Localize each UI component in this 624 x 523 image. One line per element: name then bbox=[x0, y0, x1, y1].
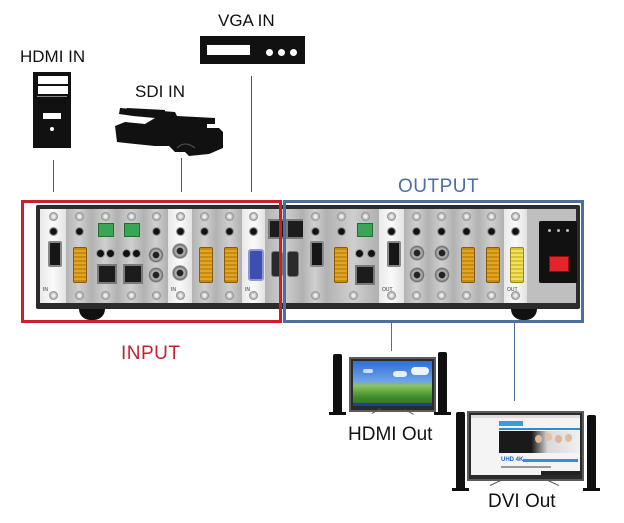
input-group-frame bbox=[21, 200, 282, 323]
speaker-right bbox=[438, 352, 447, 414]
chassis-foot-left bbox=[79, 309, 105, 320]
power-switch[interactable] bbox=[549, 256, 569, 272]
hdmi-in-cable bbox=[53, 160, 54, 192]
hdmi-in-label: HDMI IN bbox=[20, 47, 86, 66]
power-socket-icon bbox=[539, 221, 577, 283]
vga-in-label: VGA IN bbox=[218, 11, 275, 30]
input-card-sdi bbox=[144, 209, 169, 303]
dvi-monitor: UHD 4K bbox=[467, 411, 584, 481]
input-card-vga: IN bbox=[242, 209, 266, 303]
video-camera-icon bbox=[115, 108, 223, 156]
speaker-left bbox=[333, 354, 342, 414]
output-group-frame bbox=[283, 200, 584, 323]
speaker-right bbox=[587, 415, 596, 490]
sdi-in-label: SDI IN bbox=[135, 82, 186, 101]
hdmi-out-cable bbox=[391, 323, 392, 351]
power-module bbox=[527, 209, 577, 303]
input-card-hdbaset bbox=[118, 209, 145, 303]
card-rack: IN bbox=[40, 209, 577, 303]
dvi-screen-banner: UHD 4K bbox=[501, 457, 524, 463]
output-card-dvi: OUT bbox=[504, 209, 528, 303]
hdmi-out-label: HDMI Out bbox=[348, 424, 433, 445]
input-card-sdi: IN bbox=[168, 209, 193, 303]
control-card-com bbox=[303, 209, 328, 303]
input-card-dvi bbox=[192, 209, 218, 303]
output-card-sdi bbox=[404, 209, 430, 303]
speaker-left bbox=[456, 412, 465, 490]
output-card-dvi bbox=[479, 209, 505, 303]
output-group-label: OUTPUT bbox=[398, 176, 480, 197]
dvi-out-cable bbox=[514, 323, 515, 401]
hdmi-monitor bbox=[349, 357, 436, 412]
dvi-out-label: DVI Out bbox=[488, 491, 556, 512]
chassis-foot-right bbox=[511, 309, 537, 320]
matrix-switcher-chassis: IN bbox=[36, 205, 580, 309]
output-card-dvi bbox=[454, 209, 480, 303]
output-card-sdi bbox=[429, 209, 455, 303]
sdi-in-cable bbox=[181, 158, 182, 192]
desktop-tower-icon bbox=[33, 72, 71, 148]
dvd-player-icon bbox=[200, 36, 305, 64]
input-group-label: INPUT bbox=[121, 343, 181, 364]
vga-in-cable bbox=[251, 76, 252, 192]
